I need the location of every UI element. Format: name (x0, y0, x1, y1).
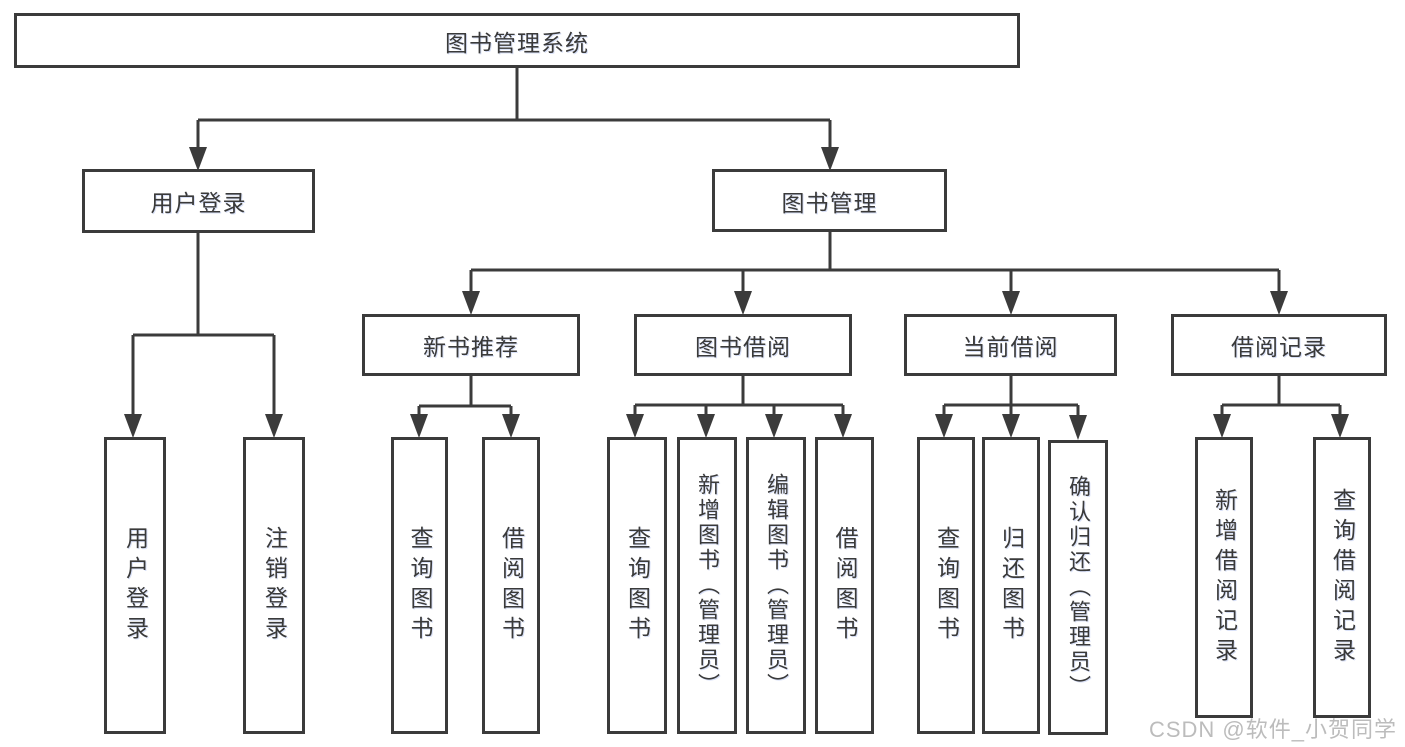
leaf-borrow-book: 借阅图书 (815, 437, 874, 734)
leaf-edit-book-admin: 编辑图书（管理员） (746, 437, 806, 734)
node-user-login: 用户登录 (82, 169, 315, 233)
arrow-down-icon (734, 291, 752, 315)
arrow-down-icon (1270, 291, 1288, 315)
leaf-query-book: 查询图书 (917, 437, 975, 734)
node-book-borrow: 图书借阅 (634, 314, 852, 376)
arrow-down-icon (821, 147, 839, 171)
arrow-down-icon (1002, 291, 1020, 315)
leaf-confirm-return-admin: 确认归还（管理员） (1048, 440, 1108, 735)
arrow-down-icon (410, 414, 428, 438)
leaf-query-book: 查询图书 (607, 437, 667, 734)
leaf-logout: 注销登录 (243, 437, 305, 734)
leaf-add-book-admin: 新增图书（管理员） (677, 437, 737, 734)
arrow-down-icon (765, 414, 783, 438)
leaf-add-borrow-record: 新增借阅记录 (1195, 437, 1253, 718)
node-borrow-record: 借阅记录 (1171, 314, 1387, 376)
arrow-down-icon (1331, 414, 1349, 438)
leaf-label: 注销登录 (261, 525, 288, 646)
node-current-borrow: 当前借阅 (904, 314, 1117, 376)
arrow-down-icon (265, 414, 283, 438)
leaf-label: 查询借阅记录 (1329, 487, 1356, 668)
arrow-down-icon (502, 414, 520, 438)
connector-path (131, 68, 1342, 417)
leaf-label: 用户登录 (122, 525, 149, 646)
leaf-label: 查询图书 (624, 525, 651, 646)
leaf-label: 新增借阅记录 (1211, 487, 1238, 668)
leaf-label: 查询图书 (407, 525, 433, 646)
leaf-query-book: 查询图书 (391, 437, 448, 734)
leaf-label: 查询图书 (933, 525, 960, 646)
arrow-down-icon (189, 147, 207, 171)
leaf-label: 归还图书 (998, 525, 1025, 646)
arrow-down-icon (124, 414, 142, 438)
csdn-watermark: CSDN @软件_小贺同学 (1148, 717, 1397, 742)
node-new-book-recommend: 新书推荐 (362, 314, 580, 376)
arrow-down-icon (1002, 414, 1020, 438)
leaf-label: 新增图书（管理员） (695, 473, 720, 698)
leaf-label: 确认归还（管理员） (1066, 475, 1091, 700)
node-book-management: 图书管理 (712, 169, 947, 232)
connector-arrowheads (124, 147, 1349, 440)
arrow-down-icon (935, 414, 953, 438)
arrow-down-icon (626, 414, 644, 438)
arrow-down-icon (697, 414, 715, 438)
leaf-user-login: 用户登录 (104, 437, 166, 734)
leaf-query-borrow-record: 查询借阅记录 (1313, 437, 1371, 718)
leaf-return-book: 归还图书 (982, 437, 1040, 734)
leaf-label: 借阅图书 (498, 525, 525, 646)
node-library-management-system: 图书管理系统 (14, 13, 1020, 68)
arrow-down-icon (1213, 414, 1231, 438)
leaf-label: 编辑图书（管理员） (764, 473, 789, 698)
leaf-label: 借阅图书 (832, 525, 858, 646)
leaf-borrow-book: 借阅图书 (482, 437, 540, 734)
arrow-down-icon (834, 414, 852, 438)
arrow-down-icon (462, 291, 480, 315)
arrow-down-icon (1069, 415, 1087, 440)
